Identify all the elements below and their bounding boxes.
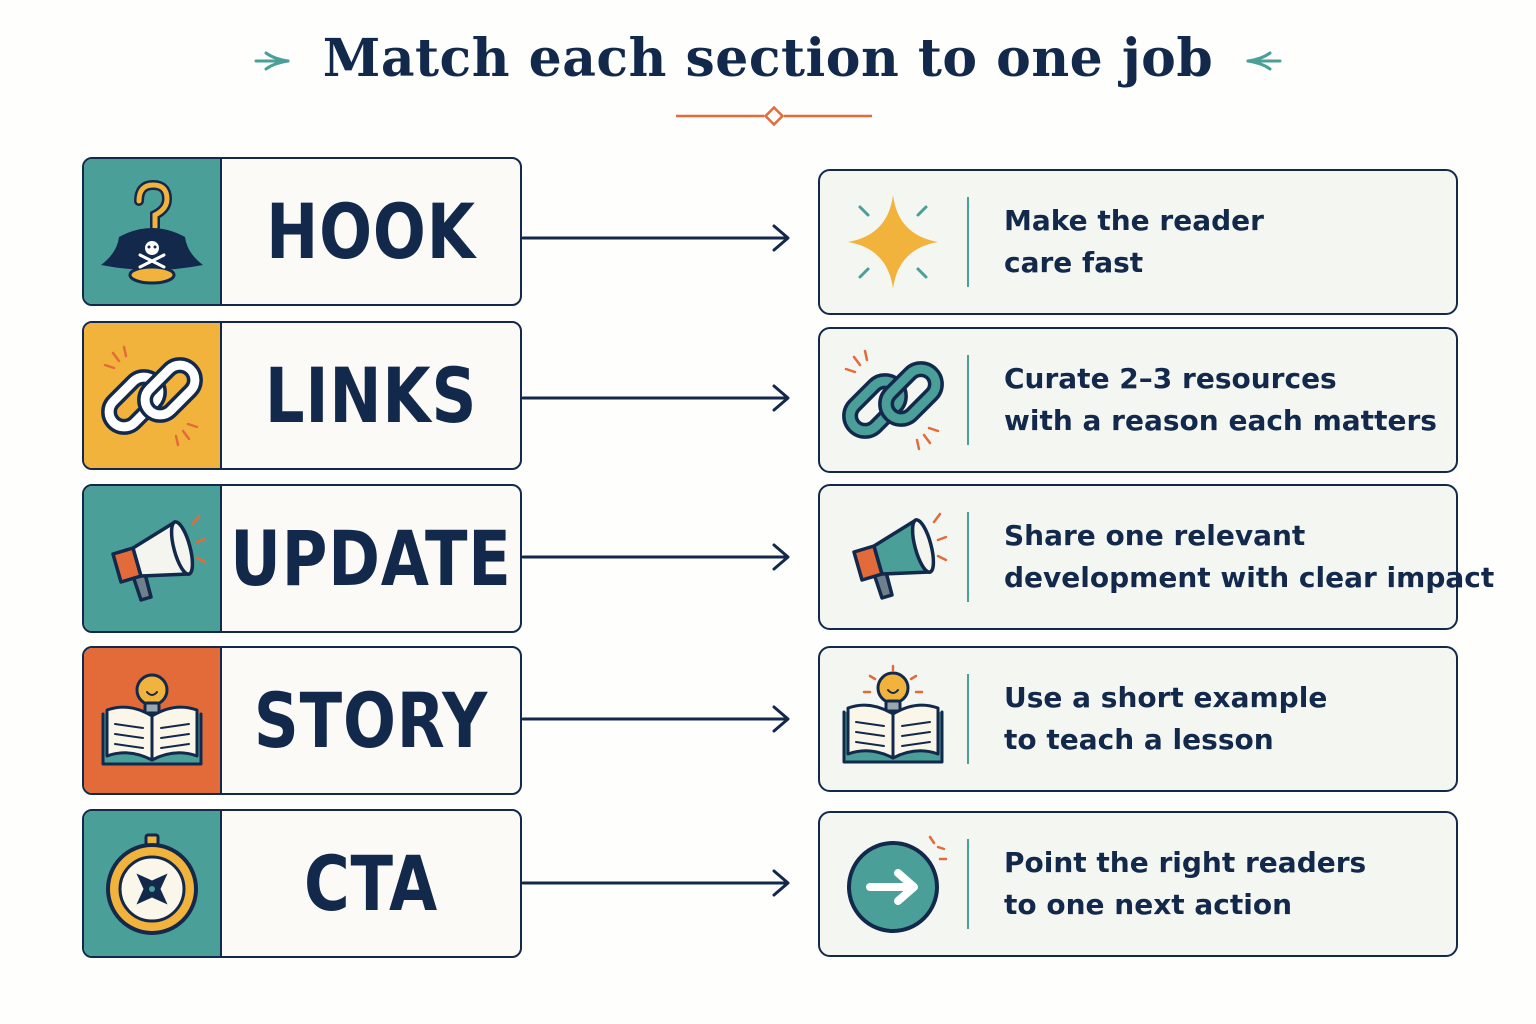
card-divider <box>967 355 969 445</box>
job-line: Share one relevant <box>1004 519 1306 552</box>
section-label-hook: HOOK <box>266 187 476 276</box>
sparkle-icon <box>838 187 948 297</box>
card-divider <box>967 197 969 287</box>
page-title: Match each section to one job <box>322 28 1214 89</box>
job-text-hook: Make the reader care fast <box>1004 200 1442 284</box>
arrow-circle-icon <box>847 835 948 933</box>
card-divider <box>967 839 969 929</box>
pirate-hat-hook-icon <box>101 179 203 284</box>
job-text-links: Curate 2–3 resources with a reason each … <box>1004 358 1442 442</box>
job-line: Point the right readers <box>1004 846 1367 879</box>
section-icon-panel <box>84 323 222 468</box>
title-area: Match each section to one job <box>0 28 1536 89</box>
job-line: to one next action <box>1004 888 1293 921</box>
arrow-hook <box>521 224 790 252</box>
arrow-story <box>521 705 790 733</box>
section-label-links: LINKS <box>264 351 478 440</box>
section-icon-panel <box>84 811 222 956</box>
arrow-update <box>521 543 790 571</box>
section-label-update: UPDATE <box>230 514 512 603</box>
section-label-cta: CTA <box>303 839 439 928</box>
section-icon-panel <box>84 486 222 631</box>
job-line: development with clear impact <box>1004 561 1495 594</box>
book-lightbulb-icon <box>838 664 948 774</box>
section-label-story: STORY <box>253 676 489 765</box>
job-card-hook: Make the reader care fast <box>818 169 1458 315</box>
job-line: Curate 2–3 resources <box>1004 362 1337 395</box>
job-line: Use a short example <box>1004 681 1328 714</box>
job-card-cta: Point the right readers to one next acti… <box>818 811 1458 957</box>
chain-link-icon <box>838 345 948 455</box>
book-lightbulb-icon <box>97 666 207 776</box>
megaphone-icon <box>97 504 207 614</box>
section-card-update: UPDATE <box>82 484 522 633</box>
section-icon-panel <box>84 648 222 793</box>
title-underline-ornament <box>676 106 872 126</box>
chain-link-icon <box>97 341 207 451</box>
left-sprig-icon <box>254 51 290 70</box>
job-line: with a reason each matters <box>1004 404 1437 437</box>
section-card-story: STORY <box>82 646 522 795</box>
section-card-links: LINKS <box>82 321 522 470</box>
arrow-cta <box>521 869 790 897</box>
job-card-update: Share one relevant development with clea… <box>818 484 1495 630</box>
megaphone-icon <box>838 502 948 612</box>
job-text-update: Share one relevant development with clea… <box>1004 515 1495 599</box>
job-line: care fast <box>1004 246 1144 279</box>
job-text-cta: Point the right readers to one next acti… <box>1004 842 1442 926</box>
job-text-story: Use a short example to teach a lesson <box>1004 677 1442 761</box>
arrow-links <box>521 384 790 412</box>
compass-icon <box>106 833 198 935</box>
card-divider <box>967 674 969 764</box>
job-line: Make the reader <box>1004 204 1264 237</box>
card-divider <box>967 512 969 602</box>
job-line: to teach a lesson <box>1004 723 1274 756</box>
section-card-cta: CTA <box>82 809 522 958</box>
job-card-story: Use a short example to teach a lesson <box>818 646 1458 792</box>
section-card-hook: HOOK <box>82 157 522 306</box>
section-icon-panel <box>84 159 222 304</box>
job-card-links: Curate 2–3 resources with a reason each … <box>818 327 1458 473</box>
right-sprig-icon <box>1246 51 1282 70</box>
